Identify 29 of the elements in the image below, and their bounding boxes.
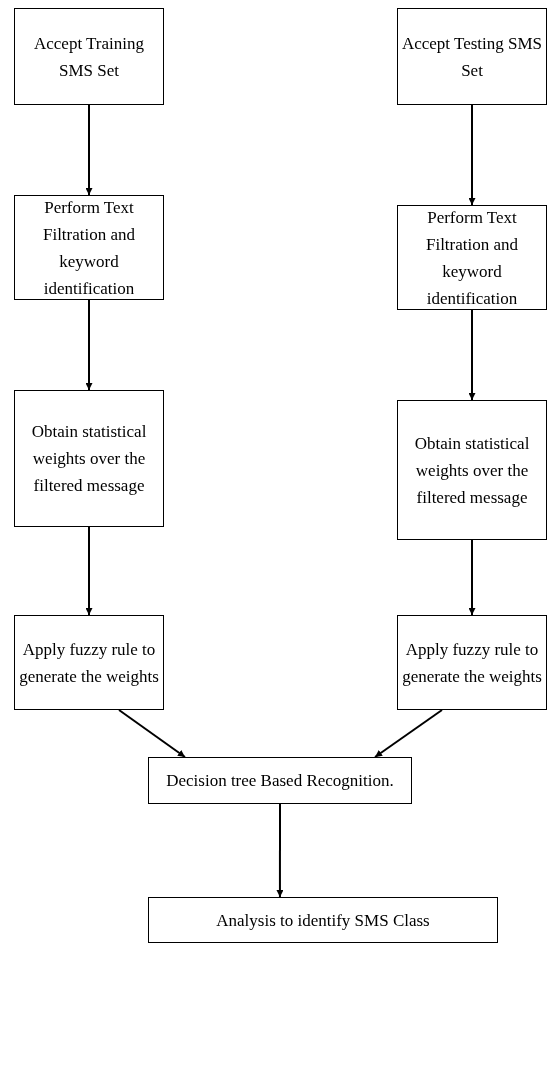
process-box	[397, 400, 547, 540]
box-label: Obtain statistical weights over the filtered message	[413, 432, 531, 509]
box-label: Accept Training SMS Set	[33, 32, 145, 82]
process-box	[397, 8, 547, 105]
process-box	[397, 615, 547, 710]
arrow	[85, 104, 93, 196]
arrow	[468, 539, 476, 616]
arrow	[468, 104, 476, 206]
box-label: Accept Testing SMS Set	[400, 32, 544, 82]
process-box	[14, 615, 164, 710]
arrow	[118, 709, 186, 758]
box-label: Apply fuzzy rule to generate the weights	[401, 638, 543, 688]
box-label: Obtain statistical weights over the filtered message	[30, 421, 148, 497]
process-box	[14, 8, 164, 105]
process-box	[14, 390, 164, 527]
process-box	[14, 195, 164, 300]
box-label: Analysis to identify SMS Class	[216, 909, 430, 932]
box-label: Apply fuzzy rule to generate the weights	[18, 638, 160, 688]
process-box	[148, 757, 412, 804]
process-box	[148, 897, 498, 943]
box-label: Perform Text Filtration and keyword identification	[41, 196, 137, 300]
arrow	[374, 709, 443, 758]
arrow	[468, 309, 476, 401]
arrow	[85, 526, 93, 616]
process-box	[397, 205, 547, 310]
arrow	[85, 299, 93, 391]
box-label: Decision tree Based Recognition.	[166, 770, 394, 792]
box-label: Perform Text Filtration and keyword identification	[424, 206, 520, 310]
arrow	[276, 803, 284, 898]
